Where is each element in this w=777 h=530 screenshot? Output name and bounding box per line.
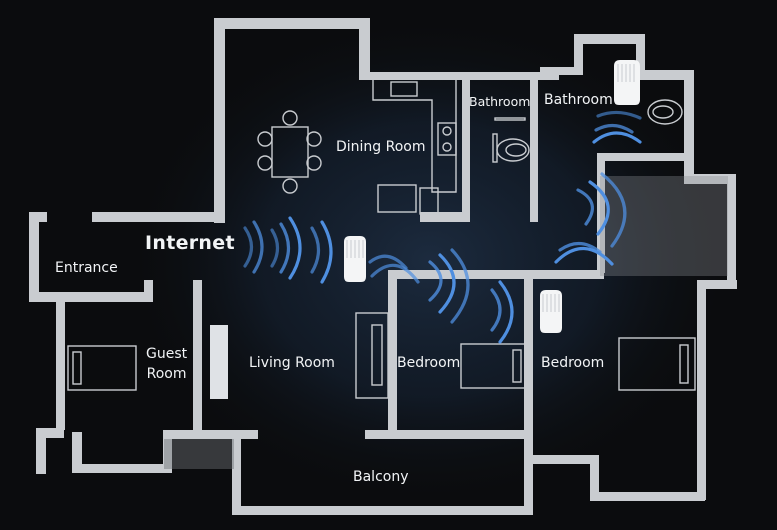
toilet-icon (647, 99, 683, 125)
bathroom-label-2: Bathroom (544, 92, 613, 108)
wifi-router-icon (614, 60, 640, 105)
coverage-glow (120, 10, 740, 510)
toilet-icon (492, 117, 530, 163)
internet-label: Internet (145, 232, 235, 254)
guest-door-panel (164, 439, 234, 469)
dining-room-label: Dining Room (336, 139, 426, 155)
balcony-label: Balcony (353, 469, 409, 485)
bed-icon (460, 343, 530, 389)
entrance-label: Entrance (55, 260, 118, 276)
bed-icon (618, 337, 696, 391)
living-room-label: Living Room (249, 355, 335, 371)
wifi-router-icon (540, 290, 562, 333)
wifi-signal-icon (243, 110, 642, 344)
bed-icon (67, 345, 137, 391)
walls (29, 18, 737, 515)
guest-room-label-line2: Room (146, 366, 187, 382)
guest-room-label-line1: Guest (146, 346, 188, 362)
dining-table-icon (257, 110, 322, 194)
sofa-icon (355, 312, 389, 399)
stove-icon (437, 122, 457, 156)
wifi-router-icon (344, 236, 366, 282)
window-panel (210, 325, 228, 399)
bedroom-label-2: Bedroom (541, 355, 605, 371)
bathroom-label-1: Bathroom (469, 94, 531, 109)
kitchen-counter-icon (372, 80, 457, 215)
furniture (67, 80, 696, 399)
bedroom-label-1: Bedroom (397, 355, 461, 371)
guest-room-label: Guest Room (146, 346, 187, 383)
